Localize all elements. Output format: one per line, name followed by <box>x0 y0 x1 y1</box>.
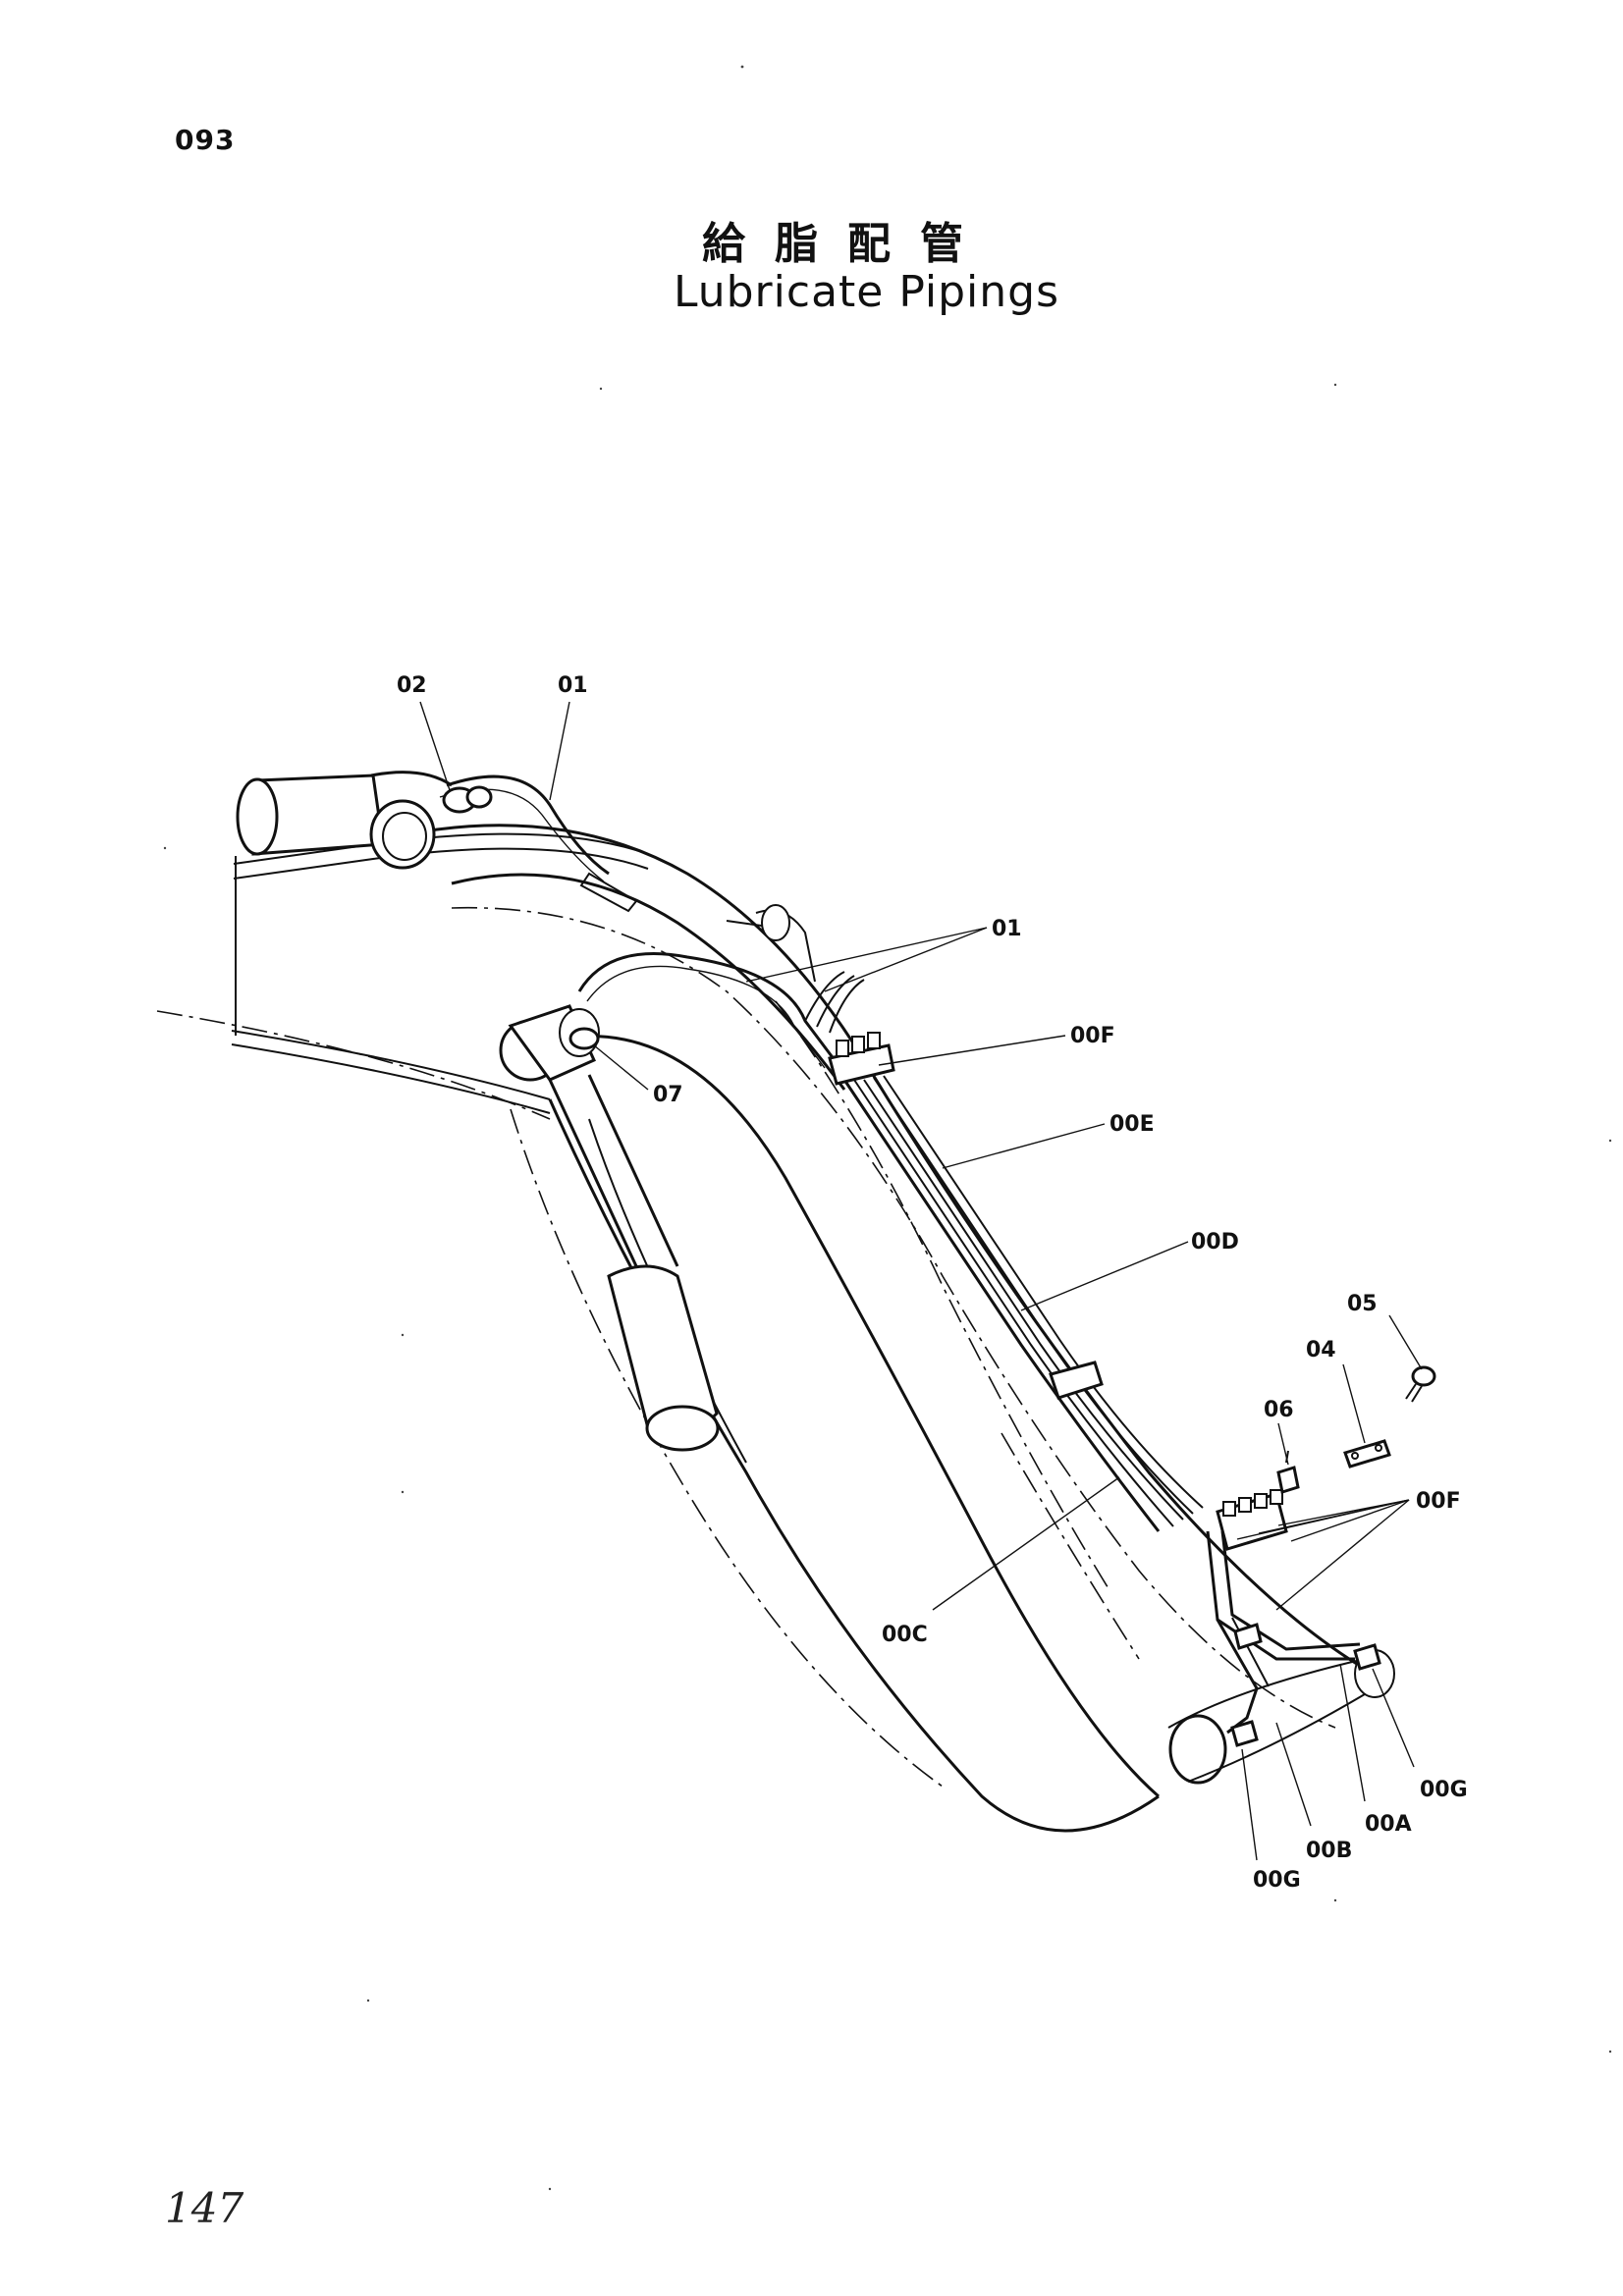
leader-lines <box>419 701 1423 1861</box>
handwritten-note: 147 <box>165 2184 244 2232</box>
callout-00G-right: 00G <box>1420 1778 1468 1802</box>
callout-00A: 00A <box>1365 1812 1412 1837</box>
upper-pin-cylinder <box>236 771 777 929</box>
fittings <box>442 785 1436 1747</box>
callout-01-mid: 01 <box>992 917 1022 941</box>
callout-00D: 00D <box>1191 1230 1239 1255</box>
scan-specks <box>163 65 1612 2191</box>
boom-outline <box>156 824 1395 1833</box>
callout-00B: 00B <box>1306 1839 1352 1863</box>
callout-07: 07 <box>653 1083 683 1107</box>
callout-04: 04 <box>1306 1338 1336 1362</box>
callout-05: 05 <box>1347 1292 1378 1316</box>
title-japanese: 給脂配管 <box>702 219 993 269</box>
callout-01-top: 01 <box>558 673 588 698</box>
callout-00G-left: 00G <box>1253 1868 1301 1893</box>
boom-cylinder <box>499 1004 720 1452</box>
grease-pipes <box>439 774 1361 1735</box>
callout-00F-upper: 00F <box>1070 1024 1115 1048</box>
callouts: 02 01 01 00F 07 00E 00D 05 04 06 00F 00C… <box>397 673 1468 1893</box>
upper-boss <box>755 904 816 983</box>
callout-02: 02 <box>397 673 427 698</box>
page-number: 093 <box>175 124 236 156</box>
callout-00F-lower: 00F <box>1416 1489 1461 1514</box>
callout-00C: 00C <box>882 1623 928 1647</box>
title-english: Lubricate Pipings <box>674 267 1060 317</box>
callout-06: 06 <box>1264 1398 1294 1422</box>
callout-00E: 00E <box>1109 1112 1155 1137</box>
